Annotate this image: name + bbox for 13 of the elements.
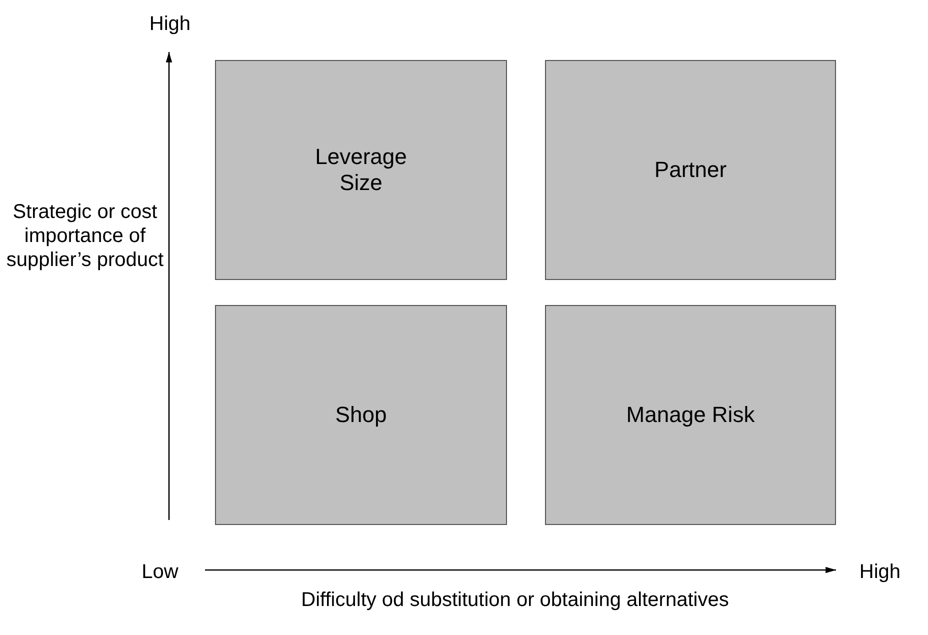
axis-end-label: High [148, 12, 192, 36]
quadrant-box [545, 305, 836, 525]
axis-title: Strategic or cost importance of supplier’s product [5, 200, 165, 272]
quadrant-label: Manage Risk [626, 402, 755, 428]
axis-end-label: Low [140, 560, 180, 584]
quadrant-box [215, 60, 507, 280]
quadrant-label: Leverage Size [314, 144, 408, 196]
quadrant-label: Shop [335, 402, 387, 428]
quadrant-box [545, 60, 836, 280]
quadrant-label: Partner [654, 156, 727, 184]
quadrant-box [215, 305, 507, 525]
axis-end-label: High [858, 560, 902, 584]
axis-title: Difficulty od substitution or obtaining alternatives [300, 588, 730, 612]
